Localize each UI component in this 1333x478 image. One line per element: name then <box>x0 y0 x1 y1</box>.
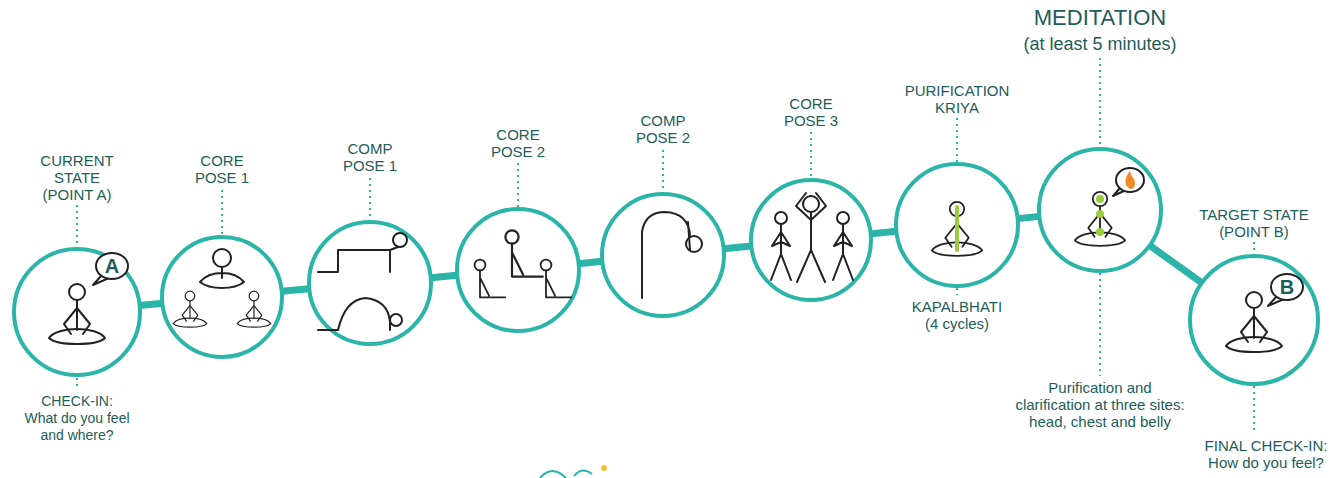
step-label: CORE POSE 3 <box>781 95 841 129</box>
circle-border <box>162 237 282 357</box>
pose-circle: CORE POSE 2 <box>455 207 581 333</box>
circle-border <box>14 249 140 375</box>
pose-circle: CORE POSE 1 <box>160 235 284 359</box>
leader-line <box>517 163 519 207</box>
leader-lines <box>77 58 1254 434</box>
step-label: KAPALBHATI (4 cycles) <box>907 298 1007 332</box>
step-label: PURIFICATION KRIYA <box>892 82 1022 116</box>
circle-border <box>602 194 724 316</box>
state-letter: A <box>97 254 127 278</box>
pose-circle: CORE POSE 3 <box>749 178 873 302</box>
circle-outline <box>1188 254 1320 386</box>
sequence-connector <box>871 231 897 234</box>
logo-star <box>601 465 607 471</box>
circle-border <box>751 180 871 300</box>
sequence-connector <box>140 303 163 305</box>
step-label: Purification and clarification at three … <box>1013 379 1188 430</box>
pose-circle: COMP POSE 1 <box>307 220 433 346</box>
pose-circle: COMP POSE 2 <box>600 192 726 318</box>
leader-line <box>662 150 664 192</box>
step-label: COMP POSE 2 <box>630 112 696 146</box>
pose-circle: PURIFICATION KRIYAKAPALBHATI (4 cycles) <box>894 162 1020 288</box>
circle-outline <box>600 192 726 318</box>
pose-circle: TARGET STATE (POINT B)BFINAL CHECK-IN: H… <box>1188 254 1320 386</box>
circle-outline <box>894 162 1020 288</box>
circle-border <box>457 209 579 331</box>
circle-outline <box>1037 147 1163 273</box>
sequence-connector <box>282 289 310 292</box>
step-label: FINAL CHECK-IN: How do you feel? <box>1200 437 1332 471</box>
step-label: CURRENT STATE (POINT A) <box>34 152 120 203</box>
step-label: MEDITATION <box>1000 5 1200 31</box>
step-label: (at least 5 minutes) <box>990 33 1210 55</box>
sequence-connector <box>1018 216 1040 218</box>
circle-outline <box>12 247 142 377</box>
pose-circle: MEDITATION(at least 5 minutes)Purificati… <box>1037 147 1163 273</box>
state-letter: B <box>1272 275 1302 299</box>
circle-outline <box>455 207 581 333</box>
sequence-connector <box>579 261 603 263</box>
step-label: CHECK-IN: What do you feel and where? <box>23 393 131 444</box>
sequence-connector <box>431 275 457 277</box>
step-label: CORE POSE 2 <box>488 126 548 160</box>
circle-border <box>309 222 431 344</box>
leader-line <box>810 132 812 178</box>
circle-border <box>1039 149 1161 271</box>
sequence-connector <box>1150 245 1202 282</box>
logo-fragment <box>540 465 607 478</box>
circle-outline <box>307 220 433 346</box>
logo-stroke <box>540 470 592 478</box>
step-label: CORE POSE 1 <box>192 152 252 186</box>
sequence-connector <box>724 246 752 249</box>
leader-line <box>369 178 371 220</box>
step-label: TARGET STATE (POINT B) <box>1194 206 1314 240</box>
circle-border <box>1190 256 1318 384</box>
circle-outline <box>749 178 873 302</box>
step-label: COMP POSE 1 <box>337 140 403 174</box>
circle-border <box>896 164 1018 286</box>
pose-circle: CURRENT STATE (POINT A)ACHECK-IN: What d… <box>12 247 142 377</box>
circle-outline <box>160 235 284 359</box>
leader-line <box>221 190 223 235</box>
